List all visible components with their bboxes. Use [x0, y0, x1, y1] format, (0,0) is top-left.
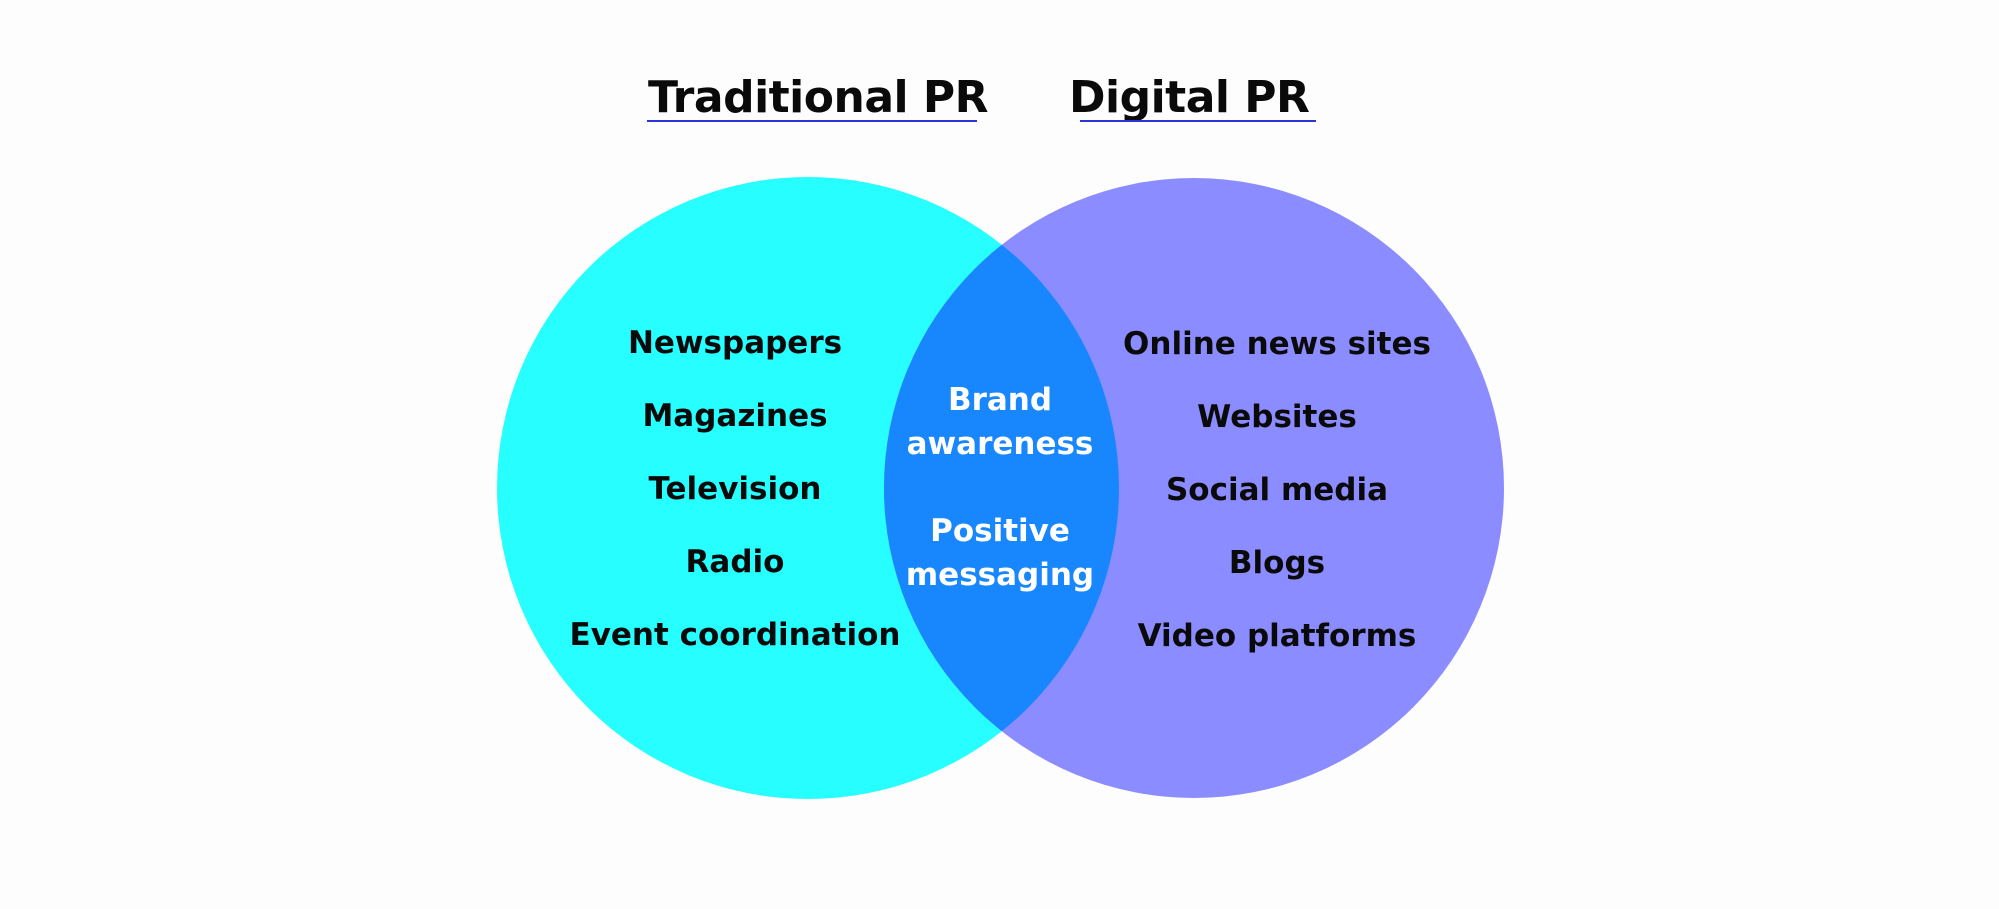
list-item: Websites [1197, 399, 1357, 435]
digital-pr-list: Online news sites Websites Social media … [1102, 308, 1452, 673]
traditional-pr-heading-underline [647, 120, 977, 122]
list-item: Newspapers [627, 325, 843, 361]
list-item: Event coordination [569, 617, 901, 653]
traditional-pr-list: Newspapers Magazines Television Radio Ev… [560, 307, 910, 672]
list-item: Blogs [1228, 545, 1326, 581]
list-item: Positive messaging [905, 513, 1095, 593]
shared-benefits-list: Brand awareness Positive messaging [880, 378, 1120, 640]
list-item: Online news sites [1123, 326, 1431, 362]
digital-pr-heading-underline [1080, 120, 1316, 122]
list-item: Social media [1165, 472, 1389, 508]
list-item: Brand awareness [906, 382, 1094, 462]
list-item: Magazines [642, 398, 828, 434]
digital-pr-heading: Digital PR [1069, 72, 1310, 123]
traditional-pr-heading: Traditional PR [648, 72, 989, 123]
list-item: Television [648, 471, 822, 507]
list-item: Radio [685, 544, 785, 580]
overlap-region [884, 178, 1119, 798]
list-item: Video platforms [1137, 618, 1417, 654]
